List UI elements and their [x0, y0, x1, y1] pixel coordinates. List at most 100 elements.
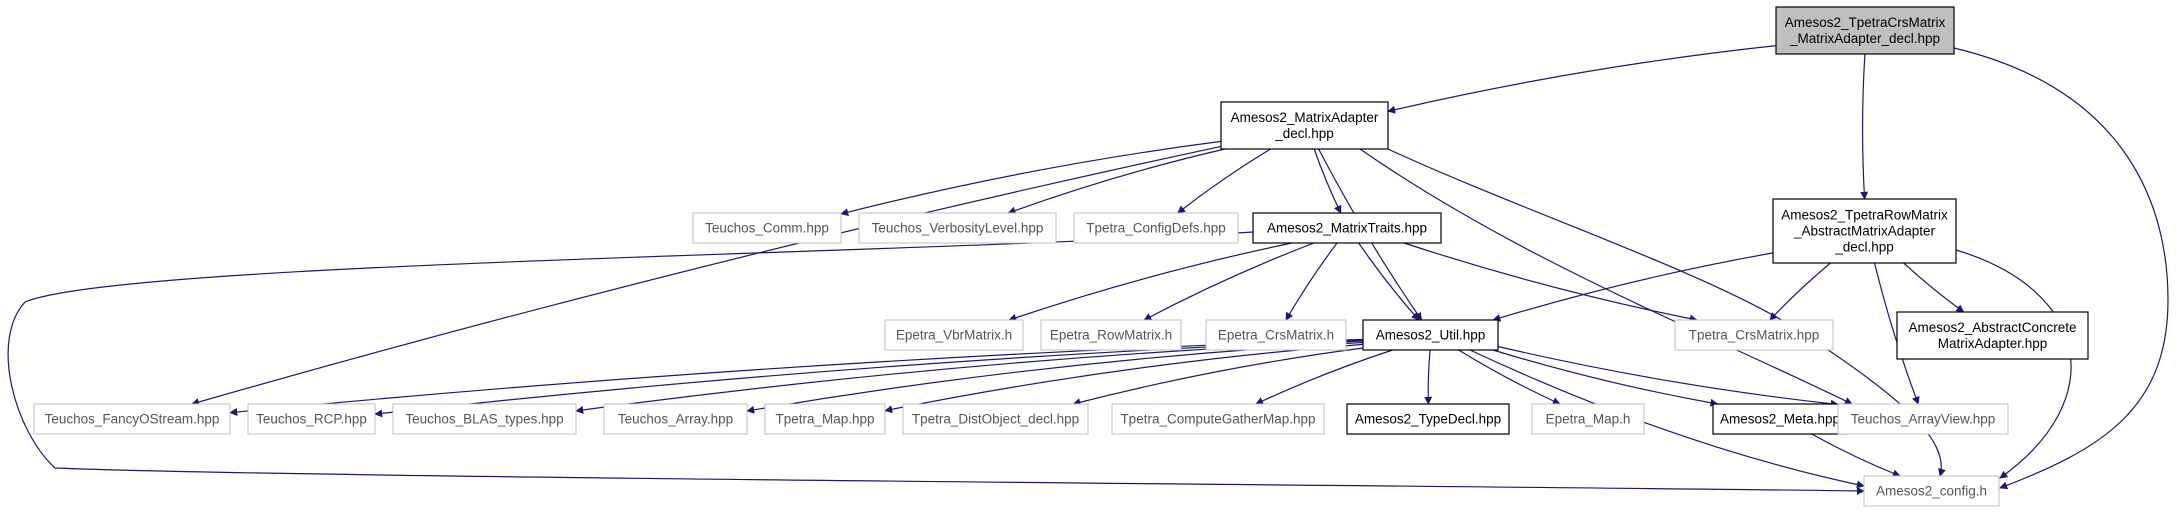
- node-teuchos_rcp: Teuchos_RCP.hpp: [247, 403, 376, 435]
- node-box: [858, 212, 1057, 244]
- edge-matrix_adapter-to-teuchos_comm: [840, 140, 1222, 217]
- node-label: Teuchos_RCP.hpp: [256, 412, 367, 427]
- edge-util-to-epetra_map: [1458, 349, 1561, 405]
- node-label: Epetra_RowMatrix.h: [1050, 328, 1172, 343]
- node-label: Teuchos_FancyOStream.hpp: [45, 412, 220, 427]
- node-teuchos_comm: Teuchos_Comm.hpp: [692, 212, 842, 244]
- edge-util-to-typedecl: [1424, 349, 1433, 405]
- edge-util-to-distobject: [1072, 347, 1364, 407]
- edges-layer: [7, 45, 2169, 495]
- node-tpetra_crs: Tpetra_CrsMatrix.hpp: [1674, 319, 1834, 351]
- node-label: Amesos2_AbstractConcrete: [1908, 320, 2076, 335]
- node-label: Amesos2_TypeDecl.hpp: [1355, 412, 1501, 427]
- edge-matrix_traits-to-epetra_row: [1143, 242, 1315, 321]
- node-box: [1775, 6, 1955, 55]
- node-label: Tpetra_ComputeGatherMap.hpp: [1120, 412, 1315, 427]
- node-label: Epetra_VbrMatrix.h: [896, 328, 1012, 343]
- node-box: [764, 403, 886, 435]
- node-distobject: Tpetra_DistObject_decl.hpp: [902, 403, 1089, 435]
- node-label: Teuchos_Comm.hpp: [705, 221, 829, 236]
- node-label: Tpetra_DistObject_decl.hpp: [912, 412, 1079, 427]
- edge-tpetra_row_adapter-to-arrayview: [1873, 262, 1920, 405]
- edge-tpetra_row_adapter-to-abstract_concrete: [1903, 262, 1965, 313]
- node-label: Tpetra_Map.hpp: [775, 412, 874, 427]
- edge-tpetra_row_adapter-to-tpetra_crs: [1769, 262, 1831, 321]
- node-fancy_ostream: Teuchos_FancyOStream.hpp: [33, 403, 231, 435]
- node-box: [1896, 311, 2089, 360]
- node-box: [1111, 403, 1325, 435]
- node-label: Teuchos_ArrayView.hpp: [1851, 412, 1996, 427]
- node-box: [692, 212, 842, 244]
- node-label: _decl.hpp: [1274, 126, 1334, 141]
- node-box: [1772, 198, 1957, 264]
- node-box: [902, 403, 1089, 435]
- edge-util-to-fancy_ostream: [229, 338, 1364, 416]
- edge-matrix_adapter-to-matrix_traits: [1313, 148, 1342, 214]
- node-tpetra_map: Tpetra_Map.hpp: [764, 403, 886, 435]
- node-box: [1252, 212, 1442, 244]
- node-box: [1674, 319, 1834, 351]
- node-box: [1346, 403, 1510, 435]
- node-tpetra_row_adapter[interactable]: Amesos2_TpetraRowMatrix_AbstractMatrixAd…: [1772, 198, 1957, 264]
- node-label: Teuchos_VerbosityLevel.hpp: [872, 221, 1044, 236]
- edge-meta-to-config: [1811, 433, 1901, 478]
- edge-tpetra_row_adapter-to-util: [1492, 252, 1774, 322]
- edge-matrix_adapter-to-tpetra_configdefs: [1177, 148, 1271, 214]
- node-epetra_crs: Epetra_CrsMatrix.h: [1205, 319, 1347, 351]
- edge-tpetra_crs_adapter-to-tpetra_row_adapter: [1860, 53, 1869, 200]
- node-label: Amesos2_TpetraRowMatrix: [1781, 208, 1948, 223]
- node-label: Epetra_CrsMatrix.h: [1218, 328, 1334, 343]
- edge-util-to-meta: [1492, 349, 1719, 407]
- edge-matrix_traits-to-config: [7, 231, 1865, 495]
- node-box: [392, 403, 577, 435]
- edge-tpetra_crs_adapter-to-config: [1953, 47, 2169, 490]
- node-tpetra_crs_adapter[interactable]: Amesos2_TpetraCrsMatrix_MatrixAdapter_de…: [1775, 6, 1955, 55]
- node-label: Epetra_Map.h: [1546, 412, 1631, 427]
- node-label: Tpetra_CrsMatrix.hpp: [1689, 328, 1820, 343]
- node-box: [33, 403, 231, 435]
- node-label: Teuchos_Array.hpp: [618, 412, 733, 427]
- node-box: [1205, 319, 1347, 351]
- node-meta[interactable]: Amesos2_Meta.hpp: [1712, 403, 1848, 435]
- node-box: [1073, 212, 1239, 244]
- node-label: _decl.hpp: [1834, 240, 1894, 255]
- nodes-layer: Amesos2_TpetraCrsMatrix_MatrixAdapter_de…: [33, 6, 2089, 507]
- edge-matrix_adapter-to-arrayview: [1359, 148, 1853, 405]
- node-box: [1362, 319, 1499, 351]
- node-label: Amesos2_MatrixAdapter: [1231, 110, 1379, 125]
- node-label: Amesos2_config.h: [1876, 484, 1987, 499]
- edge-util-to-gathermap: [1255, 349, 1393, 405]
- node-epetra_map: Epetra_Map.h: [1531, 403, 1645, 435]
- node-util[interactable]: Amesos2_Util.hpp: [1362, 319, 1499, 351]
- node-label: Teuchos_BLAS_types.hpp: [405, 412, 563, 427]
- node-config: Amesos2_config.h: [1863, 475, 2000, 507]
- node-blas_types: Teuchos_BLAS_types.hpp: [392, 403, 577, 435]
- node-label: Amesos2_Meta.hpp: [1720, 412, 1840, 427]
- node-gathermap: Tpetra_ComputeGatherMap.hpp: [1111, 403, 1325, 435]
- node-box: [1531, 403, 1645, 435]
- node-arrayview: Teuchos_ArrayView.hpp: [1837, 403, 2009, 435]
- node-teuchos_array: Teuchos_Array.hpp: [603, 403, 748, 435]
- node-abstract_concrete[interactable]: Amesos2_AbstractConcreteMatrixAdapter.hp…: [1896, 311, 2089, 360]
- edge-util-to-teuchos_rcp: [374, 339, 1364, 418]
- node-box: [603, 403, 748, 435]
- node-label: Amesos2_Util.hpp: [1376, 328, 1486, 343]
- edge-matrix_traits-to-epetra_vbr: [1008, 242, 1293, 322]
- node-label: Tpetra_ConfigDefs.hpp: [1086, 221, 1226, 236]
- edge-matrix_traits-to-tpetra_crs: [1403, 242, 1698, 323]
- node-box: [1837, 403, 2009, 435]
- node-matrix_adapter[interactable]: Amesos2_MatrixAdapter_decl.hpp: [1220, 101, 1389, 150]
- node-box: [247, 403, 376, 435]
- node-epetra_row: Epetra_RowMatrix.h: [1040, 319, 1182, 351]
- node-label: Amesos2_MatrixTraits.hpp: [1267, 221, 1427, 236]
- node-typedecl[interactable]: Amesos2_TypeDecl.hpp: [1346, 403, 1510, 435]
- node-label: Amesos2_TpetraCrsMatrix: [1785, 15, 1946, 30]
- edge-util-to-arrayview: [1497, 345, 1839, 408]
- edge-matrix_traits-to-util: [1358, 242, 1420, 321]
- edge-matrix_adapter-to-fancy_ostream: [191, 145, 1222, 406]
- node-label: _AbstractMatrixAdapter: [1793, 224, 1936, 239]
- edge-matrix_traits-to-epetra_crs: [1285, 242, 1338, 321]
- edge-tpetra_crs_adapter-to-matrix_adapter: [1387, 45, 1777, 114]
- node-matrix_traits[interactable]: Amesos2_MatrixTraits.hpp: [1252, 212, 1442, 244]
- node-box: [1220, 101, 1389, 150]
